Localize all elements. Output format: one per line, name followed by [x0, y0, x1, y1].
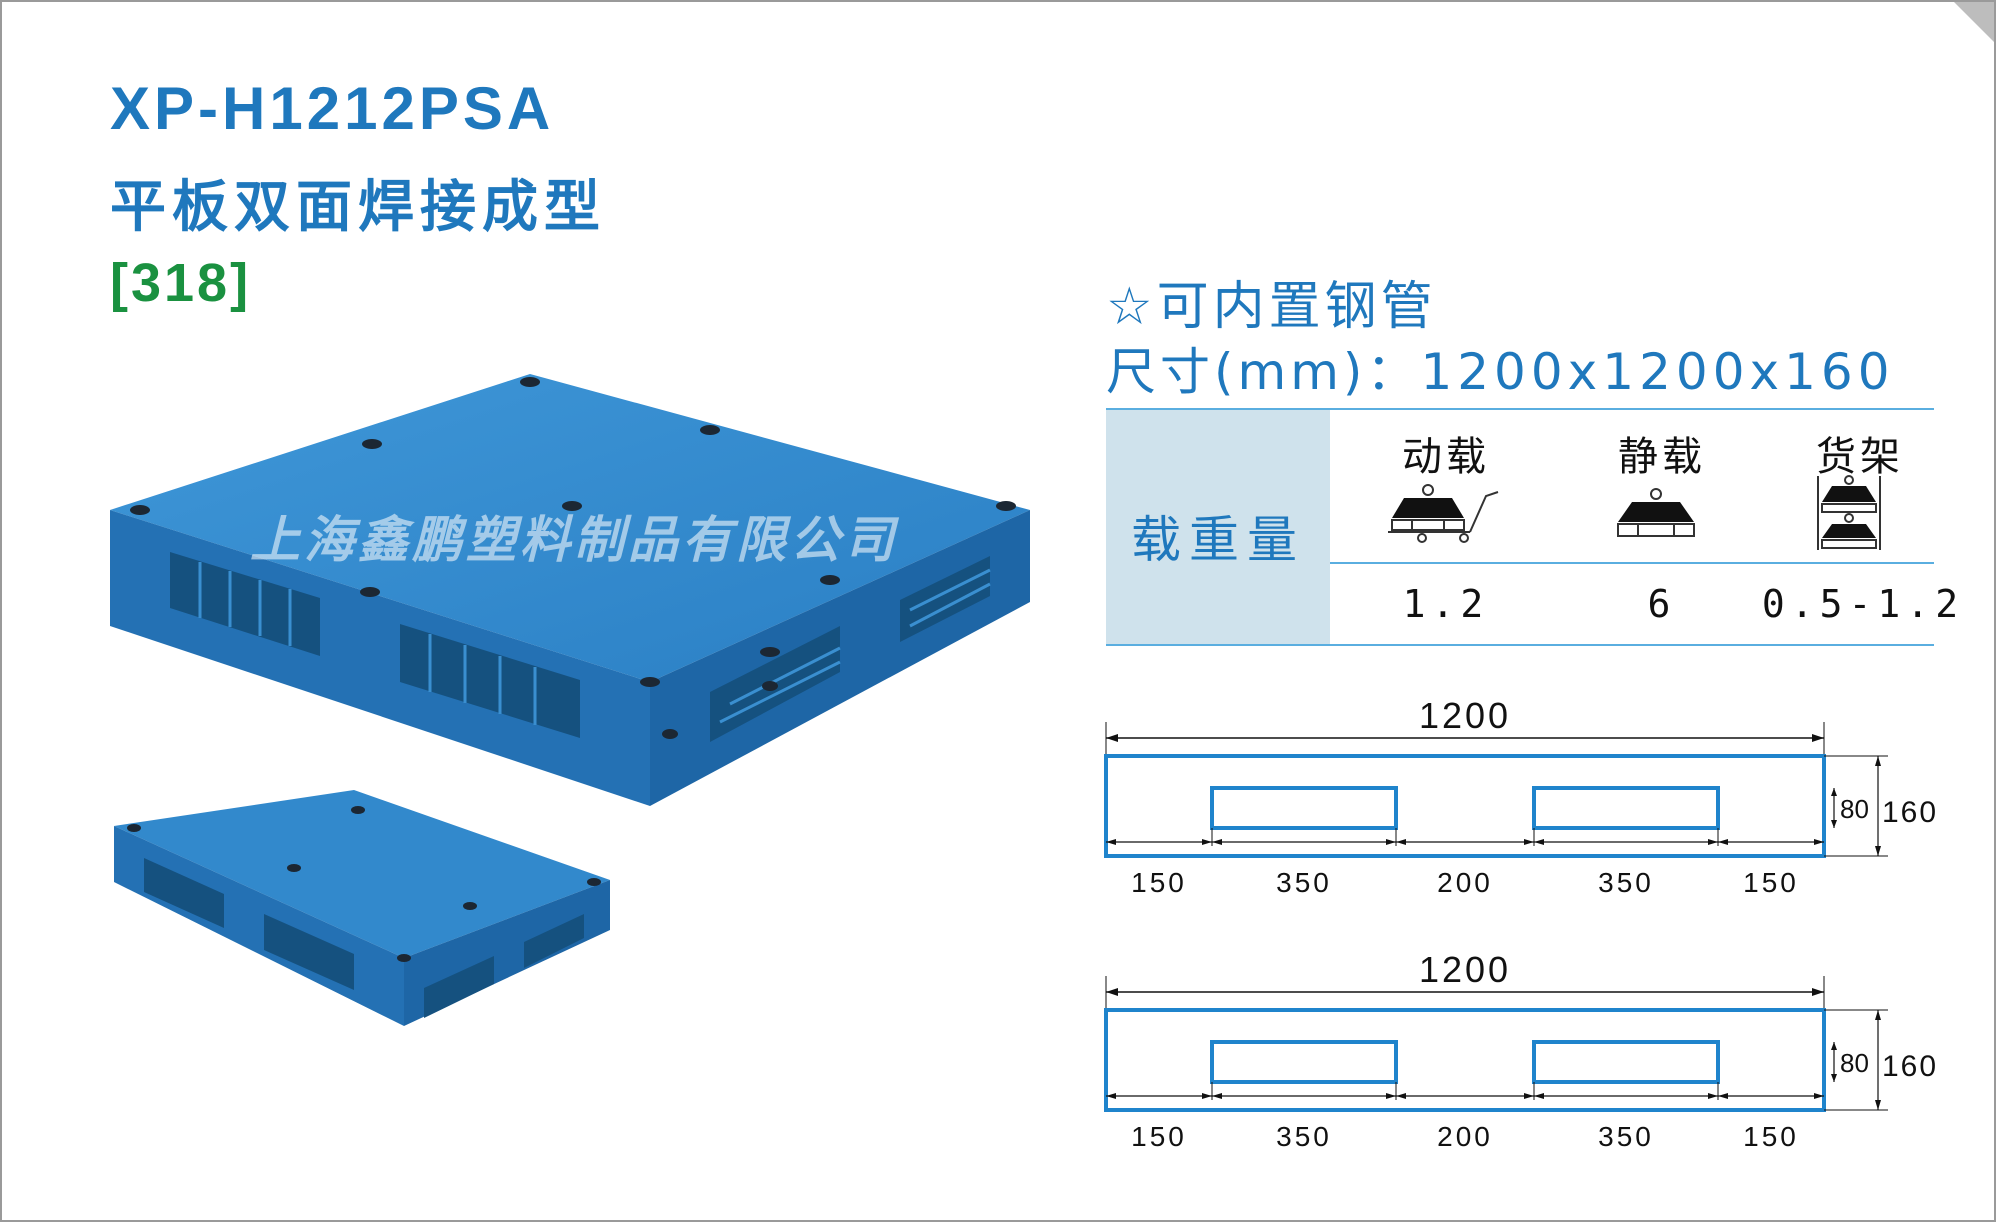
rack-load-icon	[1817, 475, 1881, 550]
overall-width-label: 1200	[1419, 695, 1511, 736]
table-top-rule	[1106, 408, 1934, 410]
load-row-header: 载重量	[1106, 410, 1330, 644]
size-value: 1200x1200x160	[1420, 343, 1895, 401]
segment-4-label: 350	[1598, 867, 1654, 898]
load-row-label: 载重量	[1131, 511, 1305, 569]
rack-load-value: 0.5-1.2	[1761, 582, 1965, 626]
page-corner-fold	[1952, 2, 1994, 44]
dimension-drawing-bottom: 1200 80 160 150 350 200 350 150	[1104, 949, 1938, 1152]
segment-1-label: 150	[1131, 867, 1187, 898]
segment-5-label: 150	[1743, 867, 1799, 898]
pallet-photo-large	[110, 374, 1030, 806]
table-mid-rule	[1330, 562, 1934, 564]
size-label: 尺寸(mm)：	[1106, 343, 1421, 401]
opening-height-label: 80	[1840, 794, 1869, 824]
dynamic-load-label: 动载	[1402, 434, 1490, 480]
segment-1-label: 150	[1131, 1121, 1187, 1152]
segment-3-label: 200	[1437, 1121, 1493, 1152]
table-bottom-rule	[1106, 644, 1934, 646]
static-load-icon	[1617, 488, 1695, 537]
rack-load-label: 货架	[1816, 434, 1904, 480]
load-capacity-table: 载重量 动载 静载 货架	[1106, 408, 1958, 646]
company-watermark: 上海鑫鹏塑料制品有限公司	[250, 511, 898, 569]
forklift-load-icon	[1388, 484, 1499, 543]
segment-2-label: 350	[1276, 1121, 1332, 1152]
segment-5-label: 150	[1743, 1121, 1799, 1152]
static-load-value: 6	[1647, 582, 1677, 626]
segment-4-label: 350	[1598, 1121, 1654, 1152]
dynamic-load-value: 1.2	[1402, 582, 1490, 626]
dimension-drawing-top: 1200 80 160 150 350 200 350 150	[1104, 695, 1938, 898]
segment-2-label: 350	[1276, 867, 1332, 898]
product-model: XP-H1212PSA	[110, 75, 555, 142]
static-load-label: 静载	[1618, 434, 1706, 480]
product-code: [318]	[110, 253, 252, 313]
segment-3-label: 200	[1437, 867, 1493, 898]
pallet-photo-small	[114, 790, 610, 1026]
feature-steel-tube: ☆可内置钢管	[1106, 277, 1437, 337]
opening-height-label: 80	[1840, 1048, 1869, 1078]
overall-width-label: 1200	[1419, 949, 1511, 990]
total-height-label: 160	[1882, 1050, 1938, 1083]
size-spec: 尺寸(mm)：1200x1200x160	[1106, 332, 1895, 404]
total-height-label: 160	[1882, 796, 1938, 829]
product-subtitle: 平板双面焊接成型	[110, 175, 606, 240]
